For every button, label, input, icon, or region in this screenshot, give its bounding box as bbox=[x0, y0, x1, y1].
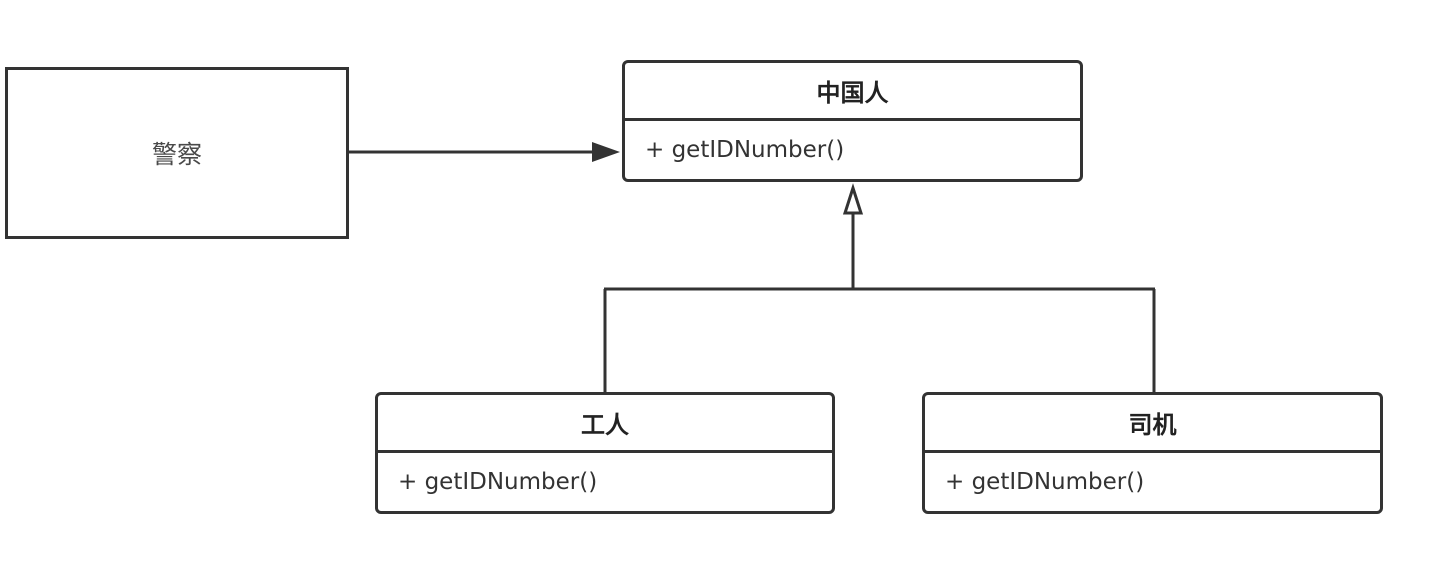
class-worker[interactable]: 工人 + getIDNumber() bbox=[375, 392, 835, 514]
class-name: 工人 bbox=[378, 395, 832, 453]
class-name: 司机 bbox=[925, 395, 1380, 453]
inheritance-triangle bbox=[842, 183, 864, 215]
police-box[interactable]: 警察 bbox=[5, 67, 349, 239]
class-method: + getIDNumber() bbox=[945, 469, 1145, 495]
class-method: + getIDNumber() bbox=[645, 137, 845, 163]
class-name: 中国人 bbox=[625, 63, 1080, 121]
police-label: 警察 bbox=[151, 140, 202, 169]
class-method: + getIDNumber() bbox=[398, 469, 598, 495]
class-driver[interactable]: 司机 + getIDNumber() bbox=[922, 392, 1383, 514]
association-arrowhead bbox=[592, 142, 620, 162]
class-chinese-person[interactable]: 中国人 + getIDNumber() bbox=[622, 60, 1083, 182]
